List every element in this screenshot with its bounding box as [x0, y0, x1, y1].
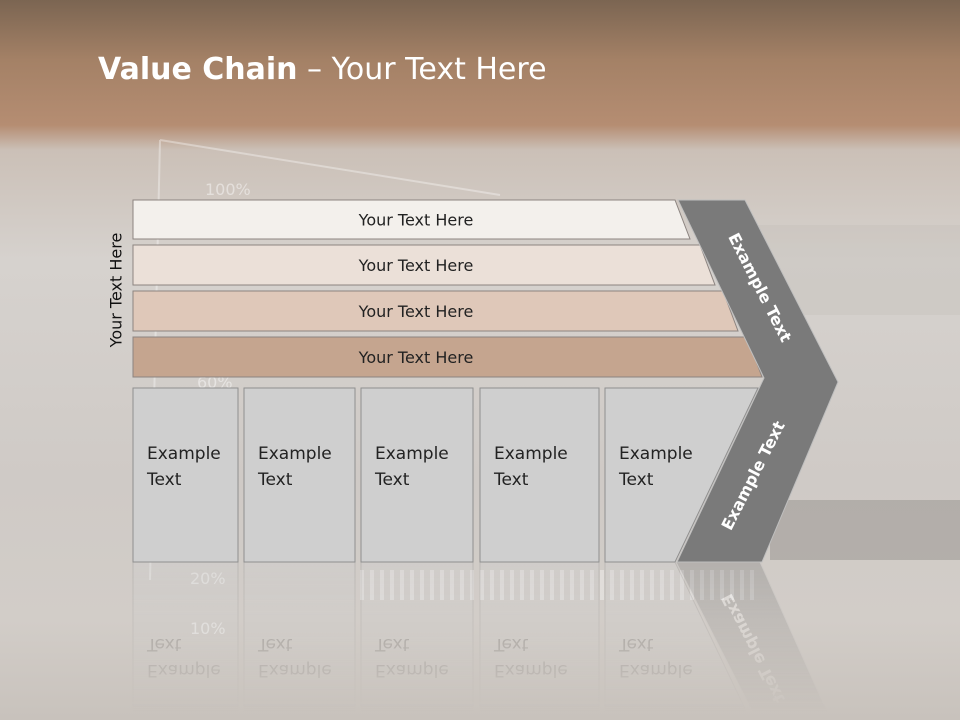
activity-box-label-line2: Text — [493, 470, 529, 490]
value-bar — [132, 290, 739, 332]
activity-box-label-line1: Example — [147, 444, 221, 464]
value-bar — [132, 336, 763, 378]
title-rest-part: – Your Text Here — [297, 52, 547, 87]
activity-box-reflection — [360, 561, 474, 720]
activity-box-label-line2-reflection: Text — [618, 634, 654, 654]
activity-box-label-line1: Example — [258, 444, 332, 464]
activity-box-label-line1-reflection: Example — [147, 660, 221, 680]
margin-chevron-reflection — [675, 561, 832, 720]
activity-box-reflection — [604, 561, 751, 720]
value-bar — [132, 244, 716, 286]
activity-box-label-line1-reflection: Example — [494, 660, 568, 680]
activity-box-label-line2: Text — [618, 470, 654, 490]
activity-box-label-line2: Text — [374, 470, 410, 490]
value-bar-label: Your Text Here — [358, 348, 474, 367]
activity-box-label-line1-reflection: Example — [619, 660, 693, 680]
activity-box-label-line1-reflection: Example — [375, 660, 449, 680]
activity-box-label-line2: Text — [257, 470, 293, 490]
activity-box-label-line1: Example — [619, 444, 693, 464]
activity-box-reflection — [243, 561, 356, 720]
value-bar-label: Your Text Here — [358, 302, 474, 321]
background-tick-label: 100% — [205, 180, 251, 199]
value-bar-label: Your Text Here — [358, 256, 474, 275]
activity-box-label-line2-reflection: Text — [374, 634, 410, 654]
activity-box-label-line2-reflection: Text — [146, 634, 182, 654]
margin-chevron — [676, 199, 839, 563]
activity-box-label-line2-reflection: Text — [257, 634, 293, 654]
background-tick-label: 60% — [197, 373, 233, 392]
activity-box-label-line1: Example — [375, 444, 449, 464]
activity-box-label-line2-reflection: Text — [493, 634, 529, 654]
activity-box-label-line1: Example — [494, 444, 568, 464]
activity-box-reflection — [132, 561, 239, 720]
value-bar — [132, 199, 691, 240]
activity-box-label-line1-reflection: Example — [258, 660, 332, 680]
background-bar — [600, 570, 604, 600]
activity-box-label-line2: Text — [146, 470, 182, 490]
page-title: Value Chain – Your Text Here — [98, 52, 547, 87]
value-bar-label: Your Text Here — [358, 211, 474, 230]
activity-box-reflection — [479, 561, 600, 720]
title-bold-part: Value Chain — [98, 52, 298, 87]
